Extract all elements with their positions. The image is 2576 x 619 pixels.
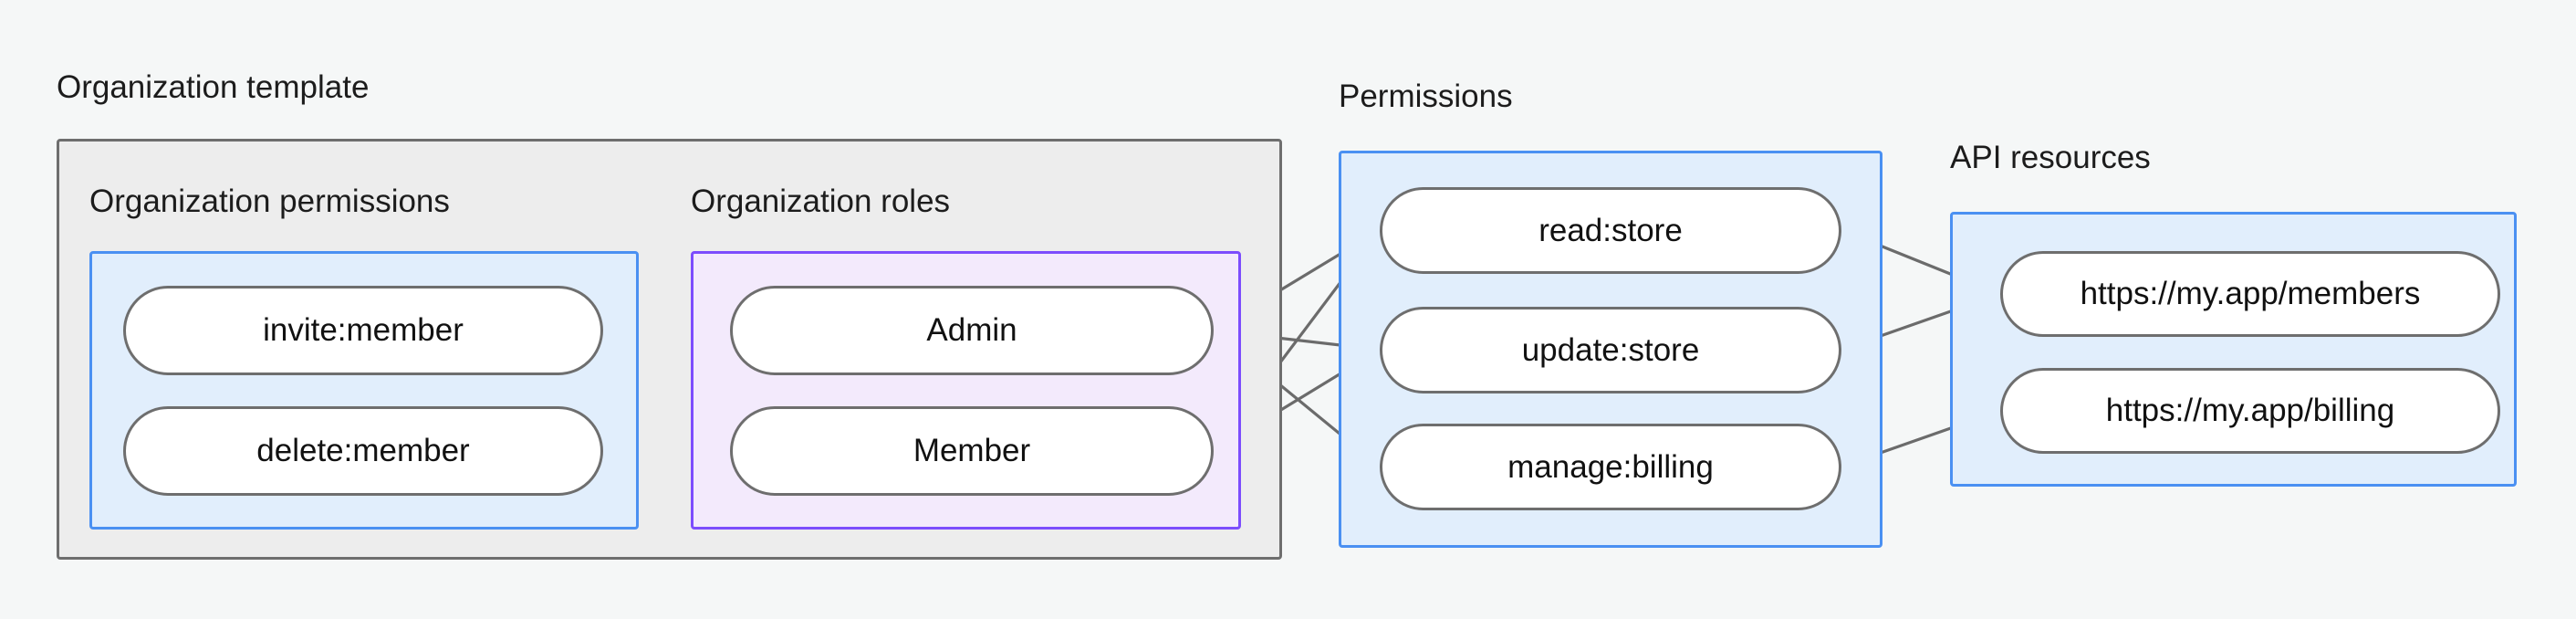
node-member[interactable]: Member [730, 406, 1214, 496]
node-admin[interactable]: Admin [730, 286, 1214, 375]
organization-template-label: Organization template [57, 69, 370, 105]
node-invite-member[interactable]: invite:member [123, 286, 603, 375]
node-read-store[interactable]: read:store [1380, 187, 1841, 274]
api-resources-label: API resources [1950, 140, 2151, 175]
node-delete-member[interactable]: delete:member [123, 406, 603, 496]
node-api-billing[interactable]: https://my.app/billing [2000, 368, 2500, 454]
node-api-members[interactable]: https://my.app/members [2000, 251, 2500, 337]
organization-permissions-label: Organization permissions [89, 184, 450, 219]
node-update-store[interactable]: update:store [1380, 307, 1841, 393]
organization-roles-label: Organization roles [691, 184, 951, 219]
node-manage-billing[interactable]: manage:billing [1380, 424, 1841, 510]
permissions-label: Permissions [1339, 79, 1513, 114]
